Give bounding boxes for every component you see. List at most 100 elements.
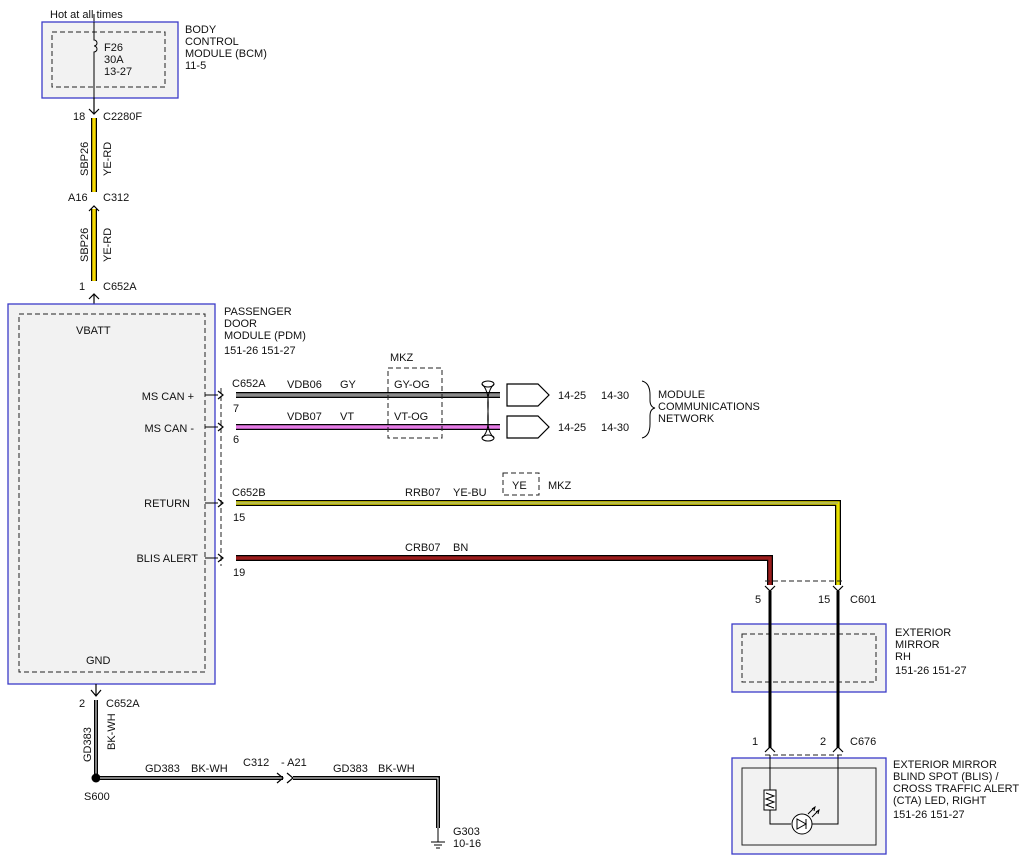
gnd-run2-color: BK-WH (378, 763, 415, 775)
pin-arrow-6 (217, 422, 224, 432)
pdm-name-line-3: MODULE (PDM) (224, 330, 306, 342)
led-icon (791, 813, 813, 835)
mirror-conn-pin-b: 15 (818, 594, 830, 606)
pdm-inner-outline (18, 313, 206, 673)
mirror-conn-pin-a: 5 (755, 594, 761, 606)
pdm-pin-return: RETURN (144, 498, 190, 510)
gnd-run-2-stripe (293, 777, 439, 828)
led-lead-a-bottom (769, 810, 791, 825)
pin-arrow-15-mirror (832, 585, 844, 592)
connector-arrow-c312-gnd-b (286, 772, 294, 784)
ground-id: G303 (453, 826, 480, 838)
return-connector: C652B (232, 487, 266, 499)
led-name-line-3: CROSS TRAFFIC ALERT (893, 783, 1019, 795)
bcm-name-line-3: MODULE (BCM) (185, 48, 267, 60)
ground-ref: 10-16 (453, 838, 481, 850)
bcm-box (41, 21, 179, 99)
gnd-pin: 2 (79, 698, 85, 710)
bcm-name-line-1: BODY (185, 24, 217, 36)
feed-circuit-2: SBP26 (79, 228, 91, 262)
network-line-3: NETWORK (658, 413, 715, 425)
pin-arrow-15 (217, 498, 224, 508)
splice-label: S600 (84, 791, 110, 803)
network-line-1: MODULE (658, 389, 705, 401)
can-minus-pin: 6 (233, 434, 239, 446)
resistor-zigzag (764, 792, 776, 809)
fuse-rating: 30A (104, 54, 124, 66)
gnd-inline-pin: - A21 (281, 757, 307, 769)
can-minus-color: VT (340, 411, 354, 423)
bcm-name-line-2: CONTROL (185, 36, 239, 48)
pdm-pin-gnd: GND (86, 655, 111, 667)
can-minus-ref-a: 14-25 (558, 422, 586, 434)
return-alt-label: MKZ (548, 480, 572, 492)
led-light-ray-2 (811, 808, 820, 818)
fuse-id: F26 (104, 42, 123, 54)
led-conn-pin-b: 2 (820, 736, 826, 748)
can-plus-ref-a: 14-25 (558, 390, 586, 402)
return-color: YE-BU (453, 487, 487, 499)
alert-pin: 19 (233, 567, 245, 579)
pdm-pin-blis-alert: BLIS ALERT (136, 553, 198, 565)
pin-arrow-2 (832, 746, 844, 753)
led-conn-label: C676 (850, 736, 876, 748)
alert-circuit: CRB07 (405, 542, 440, 554)
can-connector: C652A (232, 378, 266, 390)
can-plus-pin: 7 (233, 403, 239, 415)
twisted-pair-top-loop (481, 380, 495, 388)
pdm-box (7, 303, 216, 685)
led-conn-pin-a: 1 (752, 736, 758, 748)
fuse-ref: 13-27 (104, 66, 132, 78)
return-wire (236, 501, 840, 585)
mirror-name-line-2: MIRROR (895, 639, 940, 651)
pdm-pin-vbatt: VBATT (76, 325, 111, 337)
can-minus-ref-b: 14-30 (601, 422, 629, 434)
mirror-inner-outline (741, 633, 877, 683)
led-box (731, 757, 887, 855)
can-mkz-label: MKZ (390, 352, 414, 364)
network-brace (641, 380, 656, 439)
mirror-name-line-1: EXTERIOR (895, 627, 951, 639)
can-minus-circuit: VDB07 (287, 411, 322, 423)
can-plus-ref-b: 14-30 (601, 390, 629, 402)
feed-conn-top: C2280F (103, 111, 142, 123)
can-plus-mkz-color: GY-OG (394, 379, 430, 391)
led-name-line-2: BLIND SPOT (BLIS) / (893, 771, 999, 783)
pin-arrow-5 (764, 585, 776, 592)
connector-arrow-c2280f (88, 108, 100, 115)
pin-arrow-7 (217, 390, 224, 400)
feed-pin-top: 18 (73, 111, 85, 123)
can-plus-continuation-arrow (506, 383, 550, 407)
gnd-run1-circuit: GD383 (145, 763, 180, 775)
connector-arrow-c312-gnd-a (276, 772, 284, 784)
feed-pin-bot: 1 (79, 281, 85, 293)
return-alt-color: YE (512, 480, 527, 492)
feed-conn-bot: C652A (103, 281, 137, 293)
alert-wire-outline (236, 555, 773, 585)
led-lead-b (812, 755, 839, 825)
return-pin: 15 (233, 512, 245, 524)
gnd-run2-circuit: GD383 (333, 763, 368, 775)
can-plus-circuit: VDB06 (287, 379, 322, 391)
gnd-circuit-vertical: GD383 (82, 727, 94, 762)
return-circuit: RRB07 (405, 487, 440, 499)
mirror-name-line-4: 151-26 151-27 (895, 665, 967, 677)
return-mkz-box (502, 472, 540, 496)
twisted-pair-strand-2 (481, 383, 495, 439)
led-name-line-5: 151-26 151-27 (893, 809, 965, 821)
feed-color-1: YE-RD (102, 142, 114, 176)
mirror-box (731, 623, 887, 693)
fuse-symbol (93, 22, 98, 98)
power-supply-label: Hot at all times (50, 9, 123, 21)
gnd-connector: C652A (106, 698, 140, 710)
gnd-inline-conn: C312 (243, 757, 269, 769)
can-plus-color: GY (340, 379, 357, 391)
return-wire-outline (236, 500, 841, 585)
pin-arrow-1 (764, 746, 776, 753)
gnd-run-2 (293, 776, 440, 828)
pdm-pin-mscan-minus: MS CAN - (145, 423, 195, 435)
led-name-line-1: EXTERIOR MIRROR (893, 759, 997, 771)
feed-circuit-1: SBP26 (79, 142, 91, 176)
led-light-ray-1 (807, 805, 816, 815)
